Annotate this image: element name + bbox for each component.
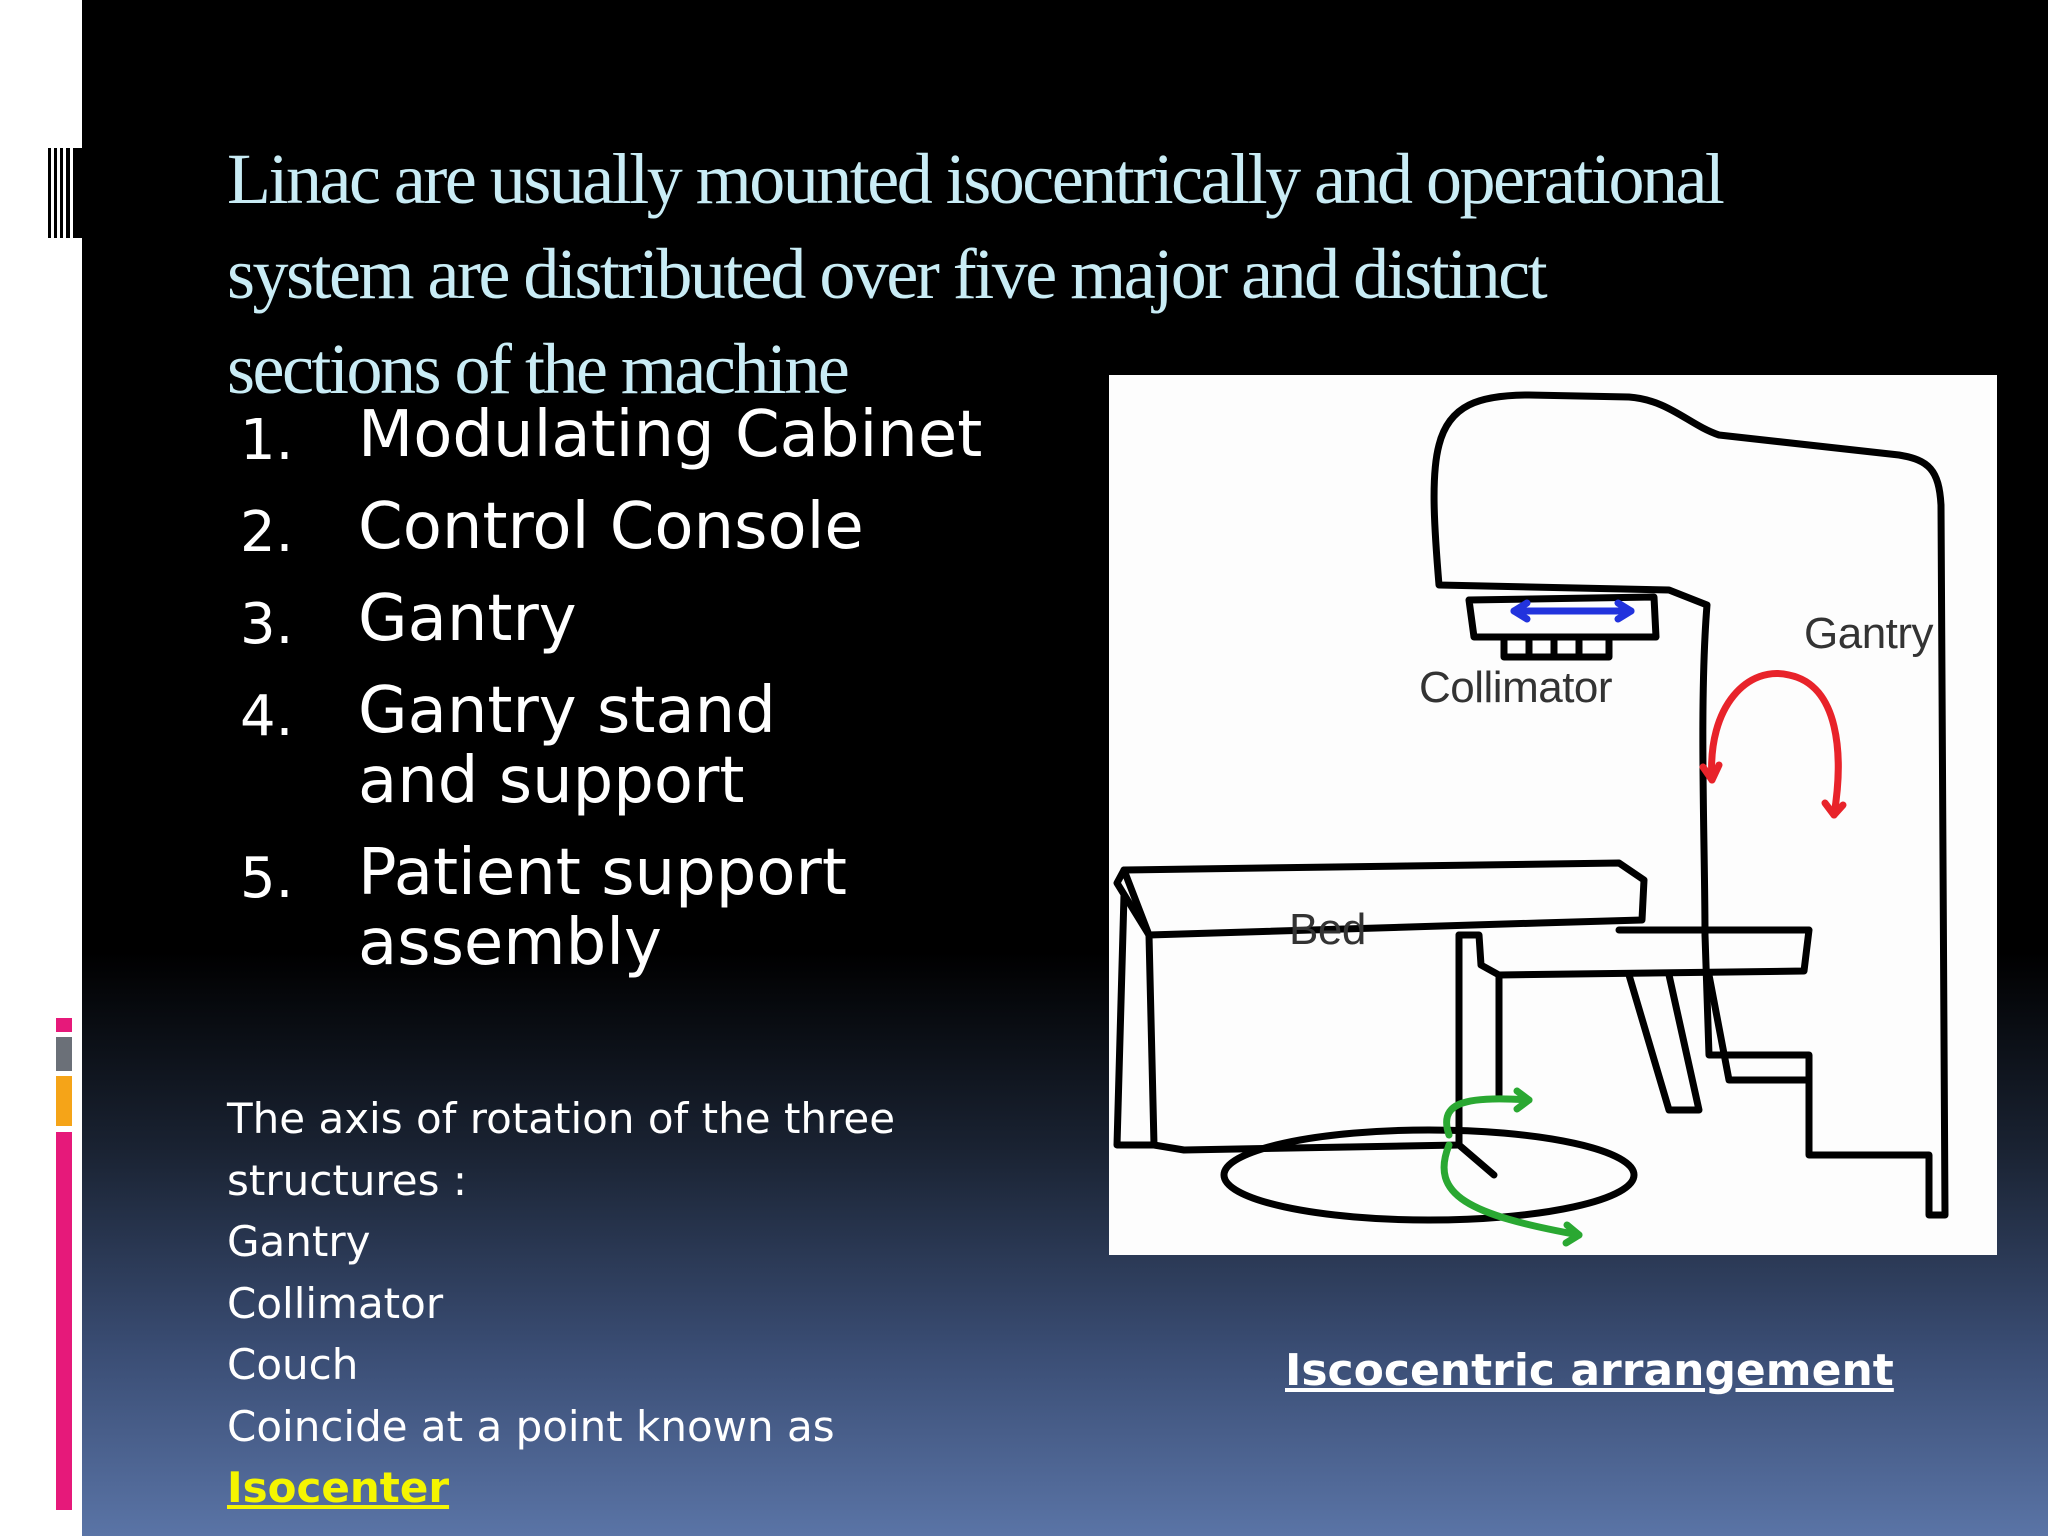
bed-base (1145, 931, 1463, 1154)
couch-stand (1495, 971, 1813, 1114)
collimator-label: Collimator (1419, 663, 1613, 712)
bed-outline (1113, 859, 1648, 939)
accent-bar-orange (56, 1076, 72, 1126)
list-item: 1.Modulating Cabinet (240, 398, 983, 473)
collimator-outline (1465, 593, 1660, 641)
gantry-outline (1430, 391, 1949, 1219)
accent-bar-pink-top (56, 1018, 72, 1032)
bed-support (1113, 891, 1158, 1149)
isocenter-link[interactable]: Isocenter (227, 1463, 450, 1512)
gantry-label: Gantry (1804, 609, 1934, 658)
couch-rotation-ellipse (1220, 1126, 1638, 1224)
list-item: 2.Control Console (240, 490, 864, 565)
accent-bar-gray (56, 1037, 72, 1071)
decorative-stripes (48, 148, 82, 238)
list-item: 3.Gantry (240, 582, 577, 657)
figure-caption: Iscocentric arrangement (1285, 1345, 1894, 1396)
couch-rotation-arrow (1440, 1087, 1583, 1247)
gantry-rotation-arrow (1699, 670, 1847, 819)
bed-label: Bed (1289, 905, 1366, 954)
slide-title: Linac are usually mounted isocentrically… (227, 139, 1725, 409)
collimator-rotation-arrow (1510, 599, 1635, 623)
collimator-leaves (1500, 633, 1613, 661)
couch-pivot (1455, 1141, 1498, 1179)
couch-arm (1455, 926, 1813, 979)
accent-bar-pink (56, 1132, 72, 1510)
linac-drawing (1113, 391, 1949, 1247)
linac-diagram: Collimator Gantry Bed (1109, 375, 1997, 1255)
bed-top (1120, 866, 1153, 939)
list-item: 5.Patient support assembly (240, 836, 847, 980)
list-item: 4.Gantry stand and support (240, 674, 776, 818)
axis-description: The axis of rotation of the three struct… (227, 1088, 947, 1519)
sections-list: 1.Modulating Cabinet 2.Control Console 3… (240, 400, 1120, 1000)
